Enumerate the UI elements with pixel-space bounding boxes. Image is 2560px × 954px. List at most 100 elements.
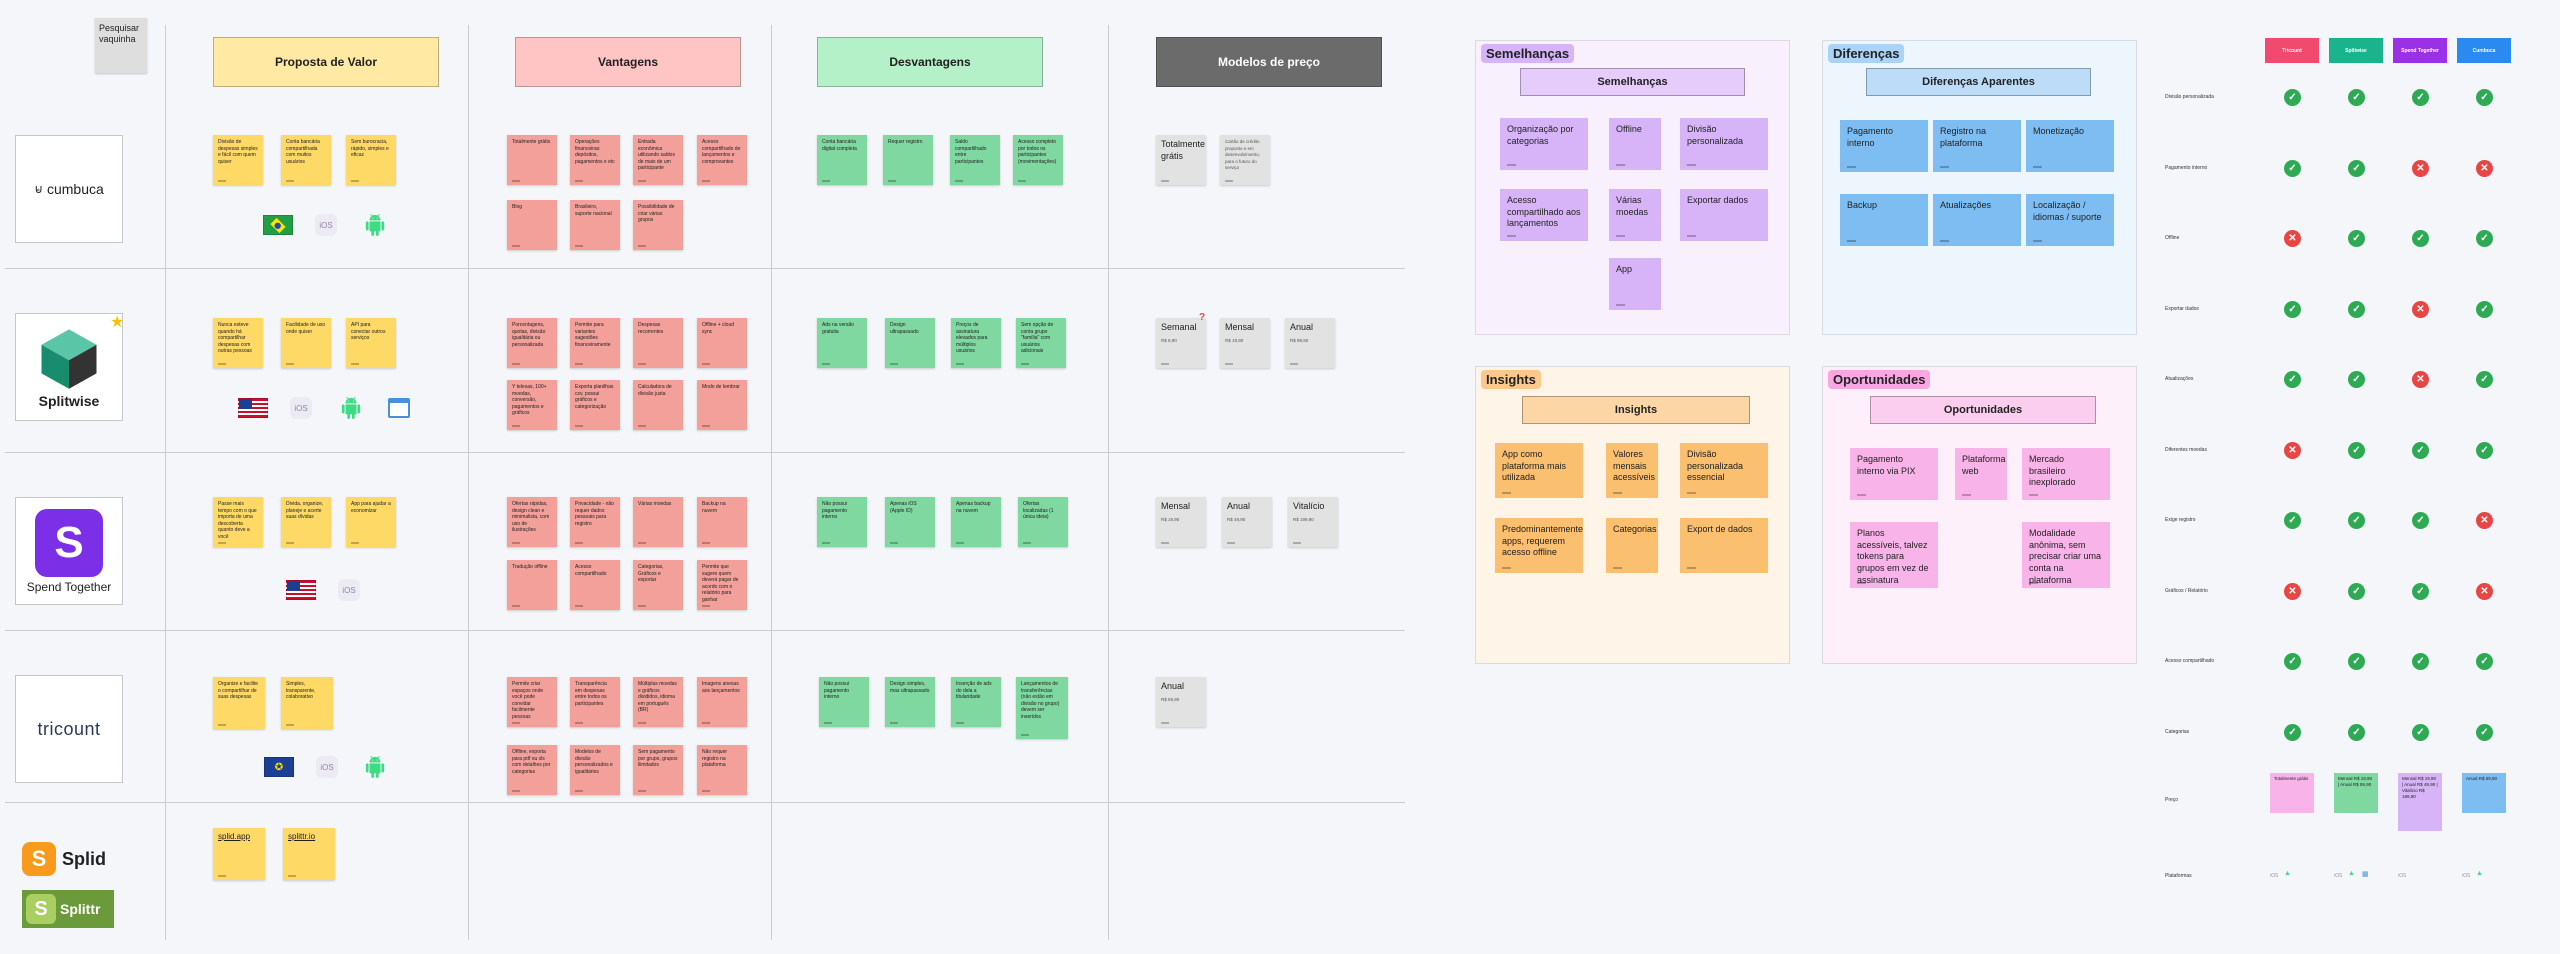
cons-sticky[interactable]: Preços de assinatura elevados para múlti… [951, 318, 1001, 368]
value-sticky[interactable]: Passe mais tempo com o que importa de um… [213, 497, 263, 547]
pros-sticky[interactable]: Backup na nuvem [697, 497, 747, 547]
similarities-bar[interactable]: Semelhanças [1520, 68, 1745, 96]
differences-tag[interactable]: Diferenças [1828, 44, 1905, 63]
matrix-brand-header[interactable]: Tricount [2265, 38, 2319, 63]
insight-card[interactable]: App como plataforma mais utilizada [1495, 443, 1583, 498]
app-logo-splitwise[interactable]: Splitwise [15, 313, 123, 421]
price-sticky[interactable]: Cartão de crédito proposto e em desenvol… [1220, 135, 1270, 185]
column-header-pros[interactable]: Vantagens [515, 37, 741, 87]
pros-sticky[interactable]: Transparência em despesas entre todos os… [570, 677, 620, 727]
pros-sticky[interactable]: Várias moedas [633, 497, 683, 547]
pros-sticky[interactable]: Operações financeiras: depósitos, pagame… [570, 135, 620, 185]
pros-sticky[interactable]: Porcentagens, quotas, divisão igualitári… [507, 318, 557, 368]
pros-sticky[interactable]: Privacidade - não requer dados pessoais … [570, 497, 620, 547]
value-sticky[interactable]: Simples, transparente, colaborativo [281, 677, 333, 729]
cons-sticky[interactable]: Design simples, mas ultrapassado [885, 677, 935, 727]
difference-card[interactable]: Pagamento interno [1840, 120, 1928, 172]
pros-sticky[interactable]: Ofertas rápidas, design clean e minimali… [507, 497, 557, 547]
pros-sticky[interactable]: Múltiplas moedas e gráficos divididos, i… [633, 677, 683, 727]
cons-sticky[interactable]: Lançamentos de transferências (não estão… [1016, 677, 1068, 739]
cons-sticky[interactable]: Saldo compartilhado entre participantes [950, 135, 1000, 185]
similarity-card[interactable]: App [1609, 258, 1661, 310]
value-sticky[interactable]: Divida, organize, planeje e acerte suas … [281, 497, 331, 547]
value-sticky[interactable]: Sem burocracia, rápido, simples e eficaz [346, 135, 396, 185]
opportunity-card[interactable]: Planos acessíveis, talvez tokens para gr… [1850, 522, 1938, 588]
value-sticky[interactable]: App para ajudar a economizar [346, 497, 396, 547]
value-sticky[interactable]: Facilidade de uso onde quiser [281, 318, 331, 368]
column-header-cons[interactable]: Desvantagens [817, 37, 1043, 87]
price-sticky[interactable]: Totalmente grátis [1156, 135, 1206, 185]
app-logo-splid[interactable]: S Splid [22, 842, 106, 876]
matrix-price-sticky[interactable]: Mensal R$ 19,90 | Anual R$ 49,90 | Vital… [2398, 773, 2442, 831]
difference-card[interactable]: Backup [1840, 194, 1928, 246]
pros-sticky[interactable]: Permite que sugere quem deverá pagar de … [697, 560, 747, 610]
insights-tag[interactable]: Insights [1481, 370, 1541, 389]
value-sticky[interactable]: Organize e facilite o compartilhar de su… [213, 677, 265, 729]
pros-sticky[interactable]: Acesso compartilhado de lançamentos e co… [697, 135, 747, 185]
app-logo-cumbuca[interactable]: ⊌ cumbuca [15, 135, 123, 243]
search-note[interactable]: Pesquisar vaquinha [95, 18, 147, 73]
opportunity-card[interactable]: Pagamento interno via PIX [1850, 448, 1938, 500]
pros-sticky[interactable]: Offline, exporta para pdf ou xls com det… [507, 745, 557, 795]
pros-sticky[interactable]: Não requer registro na plataforma [697, 745, 747, 795]
opportunities-tag[interactable]: Oportunidades [1828, 370, 1931, 389]
similarity-card[interactable]: Offline [1609, 118, 1661, 170]
cons-sticky[interactable]: Inserção de ads do dela a titularidade [951, 677, 1001, 727]
pros-sticky[interactable]: Modelos de divisão personalizados e igua… [570, 745, 620, 795]
pros-sticky[interactable]: Totalmente grátis [507, 135, 557, 185]
value-sticky[interactable]: splid.app [213, 828, 265, 880]
similarities-tag[interactable]: Semelhanças [1481, 44, 1575, 63]
cons-sticky[interactable]: Design ultrapassado [885, 318, 935, 368]
pros-sticky[interactable]: Y telesas, 100+ moedas, conversão, pagam… [507, 380, 557, 430]
difference-card[interactable]: Registro na plataforma [1933, 120, 2021, 172]
opportunity-card[interactable]: Mercado brasileiro inexplorado [2022, 448, 2110, 500]
pros-sticky[interactable]: Sem pagamento por grupo, grupos ilimitad… [633, 745, 683, 795]
opportunity-card[interactable]: Modalidade anônima, sem precisar criar u… [2022, 522, 2110, 588]
pros-sticky[interactable]: Categorias, Gráficos e exportar [633, 560, 683, 610]
similarity-card[interactable]: Exportar dados [1680, 189, 1768, 241]
pros-sticky[interactable]: Exporta planilhas csv, possui gráficos e… [570, 380, 620, 430]
cons-sticky[interactable]: Não possui pagamento interno [819, 677, 869, 727]
pros-sticky[interactable]: Offline + cloud sync [697, 318, 747, 368]
difference-card[interactable]: Atualizações [1933, 194, 2021, 246]
pros-sticky[interactable]: Brasileiro, suporte nacional [570, 200, 620, 250]
column-header-price[interactable]: Modelos de preço [1156, 37, 1382, 87]
pros-sticky[interactable]: Despesas recorrentes [633, 318, 683, 368]
cons-sticky[interactable]: Apenas backup na nuvem [951, 497, 1001, 547]
cons-sticky[interactable]: Não possui pagamento interno [817, 497, 867, 547]
column-header-value[interactable]: Proposta de Valor [213, 37, 439, 87]
insight-card[interactable]: Valores mensais acessíveis [1606, 443, 1658, 498]
differences-bar[interactable]: Diferenças Aparentes [1866, 68, 2091, 96]
insights-bar[interactable]: Insights [1522, 396, 1750, 424]
pros-sticky[interactable]: Permite para variantes sugestões finance… [570, 318, 620, 368]
pros-sticky[interactable]: Tradução offline [507, 560, 557, 610]
matrix-brand-header[interactable]: Splitwise [2329, 38, 2383, 63]
pros-sticky[interactable]: Possibilidade de criar várias grupos [633, 200, 683, 250]
cons-sticky[interactable]: Conta bancária digital completa [817, 135, 867, 185]
pros-sticky[interactable]: Permite criar espaços onde você pode con… [507, 677, 557, 727]
matrix-price-sticky[interactable]: Anual R$ 59,90 [2462, 773, 2506, 813]
similarity-card[interactable]: Divisão personalizada [1680, 118, 1768, 170]
difference-card[interactable]: Monetização [2026, 120, 2114, 172]
matrix-brand-header[interactable]: Cumbuca [2457, 38, 2511, 63]
value-sticky[interactable]: Divisão de despesas simples e fácil com … [213, 135, 263, 185]
difference-card[interactable]: Localização / idiomas / suporte [2026, 194, 2114, 246]
similarity-card[interactable]: Acesso compartilhado aos lançamentos [1500, 189, 1588, 241]
cons-sticky[interactable]: Requer registro [883, 135, 933, 185]
matrix-price-sticky[interactable]: Mensal R$ 19,90 | Anual R$ 59,90 [2334, 773, 2378, 813]
insight-card[interactable]: Predominantemente apps, requerem acesso … [1495, 518, 1583, 573]
app-logo-tricount[interactable]: tricount [15, 675, 123, 783]
app-logo-splittr[interactable]: S Splittr [22, 890, 114, 928]
pros-sticky[interactable]: Entrada econômica utilizando saldos de m… [633, 135, 683, 185]
pros-sticky[interactable]: Imagens anexas aos lançamentos [697, 677, 747, 727]
matrix-price-sticky[interactable]: Totalmente grátis [2270, 773, 2314, 813]
pros-sticky[interactable]: Blog [507, 200, 557, 250]
cons-sticky[interactable]: Sem opção de conta grupo "família" com u… [1016, 318, 1066, 368]
